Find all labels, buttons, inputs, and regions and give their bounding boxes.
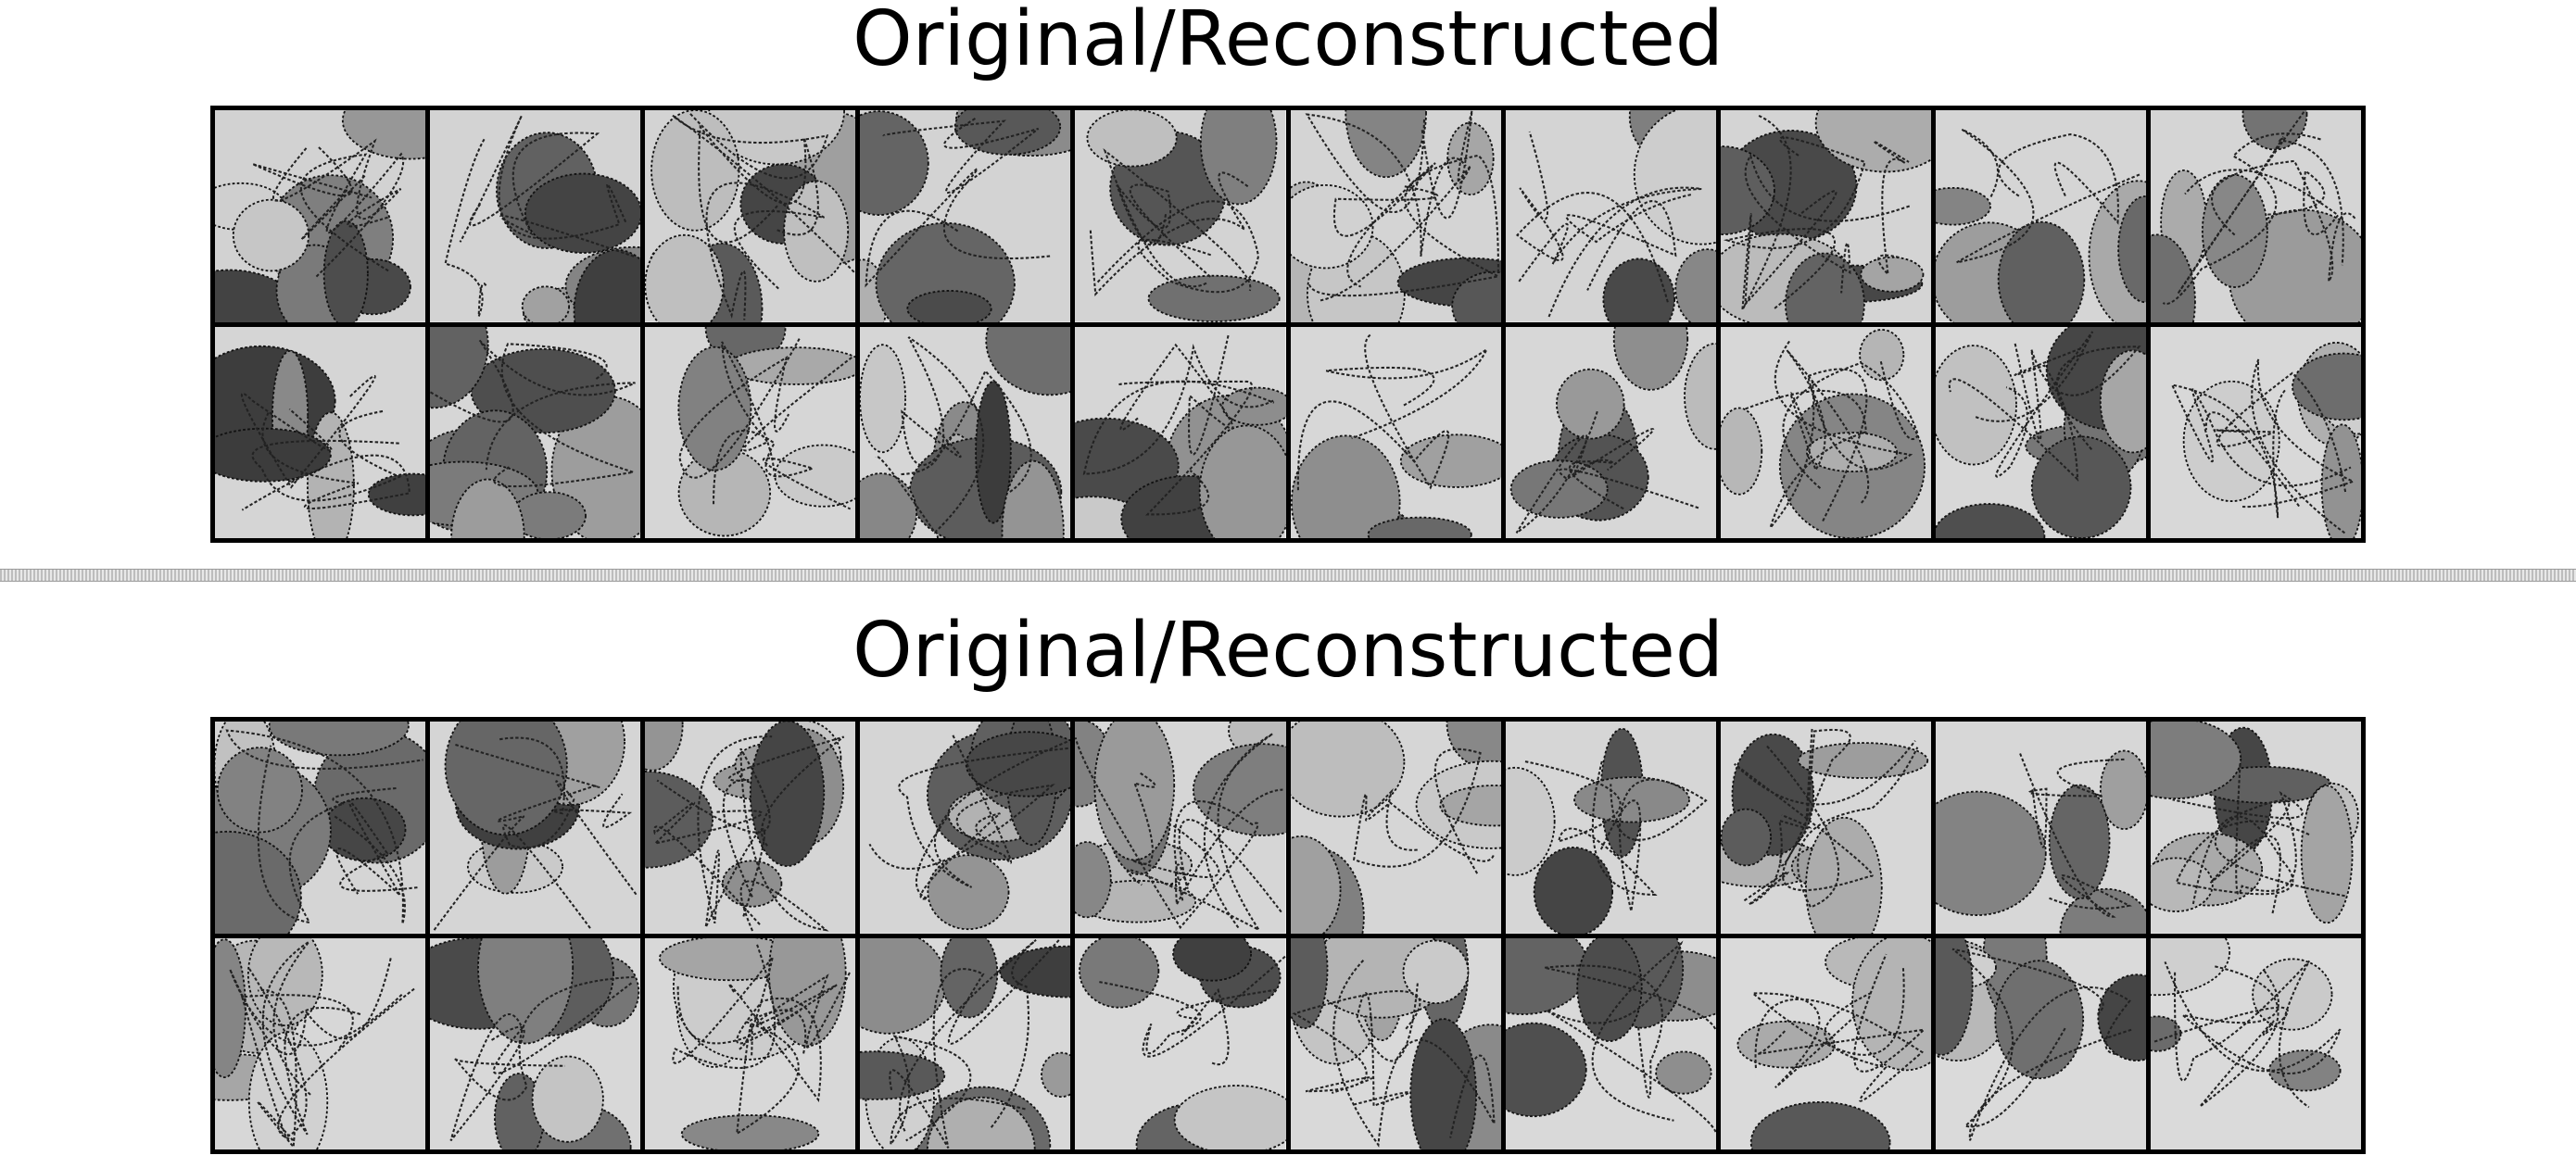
image-tile bbox=[1505, 722, 1716, 934]
image-tile bbox=[1935, 110, 2146, 322]
image-tile bbox=[1075, 722, 1286, 934]
figure-title: Original/Reconstructed bbox=[852, 0, 1724, 83]
image-tile bbox=[1720, 937, 1931, 1149]
image-grid bbox=[210, 106, 2366, 543]
image-tile bbox=[1075, 937, 1286, 1149]
image-tile bbox=[1505, 110, 1716, 322]
image-tile bbox=[860, 937, 1071, 1149]
image-tile bbox=[1505, 326, 1716, 538]
image-tile bbox=[1935, 722, 2146, 934]
image-tile bbox=[1075, 110, 1286, 322]
image-tile bbox=[2150, 110, 2361, 322]
image-tile bbox=[430, 326, 641, 538]
image-tile bbox=[215, 326, 426, 538]
image-tile bbox=[2150, 937, 2361, 1149]
image-tile bbox=[860, 326, 1071, 538]
image-tile bbox=[1720, 326, 1931, 538]
image-tile bbox=[645, 110, 856, 322]
image-tile bbox=[645, 326, 856, 538]
image-tile bbox=[1290, 937, 1501, 1149]
image-tile bbox=[1505, 937, 1716, 1149]
figure-panel-bottom: Original/Reconstructed bbox=[0, 584, 2576, 1168]
image-tile bbox=[430, 937, 641, 1149]
image-tile bbox=[1075, 326, 1286, 538]
image-tile bbox=[1290, 110, 1501, 322]
image-tile bbox=[1290, 722, 1501, 934]
figure-panel-top: Original/Reconstructed bbox=[0, 0, 2576, 565]
panel-divider[interactable] bbox=[0, 569, 2576, 582]
image-tile bbox=[1720, 722, 1931, 934]
image-tile bbox=[645, 937, 856, 1149]
image-tile bbox=[1935, 937, 2146, 1149]
image-tile bbox=[430, 722, 641, 934]
image-tile bbox=[1720, 110, 1931, 322]
image-tile bbox=[2150, 722, 2361, 934]
figure-title: Original/Reconstructed bbox=[852, 607, 1724, 695]
image-tile bbox=[215, 110, 426, 322]
image-grid bbox=[210, 717, 2366, 1154]
image-tile bbox=[215, 937, 426, 1149]
image-tile bbox=[430, 110, 641, 322]
image-tile bbox=[2150, 326, 2361, 538]
image-tile bbox=[860, 110, 1071, 322]
image-tile bbox=[645, 722, 856, 934]
image-tile bbox=[860, 722, 1071, 934]
image-tile bbox=[215, 722, 426, 934]
image-tile bbox=[1290, 326, 1501, 538]
image-tile bbox=[1935, 326, 2146, 538]
